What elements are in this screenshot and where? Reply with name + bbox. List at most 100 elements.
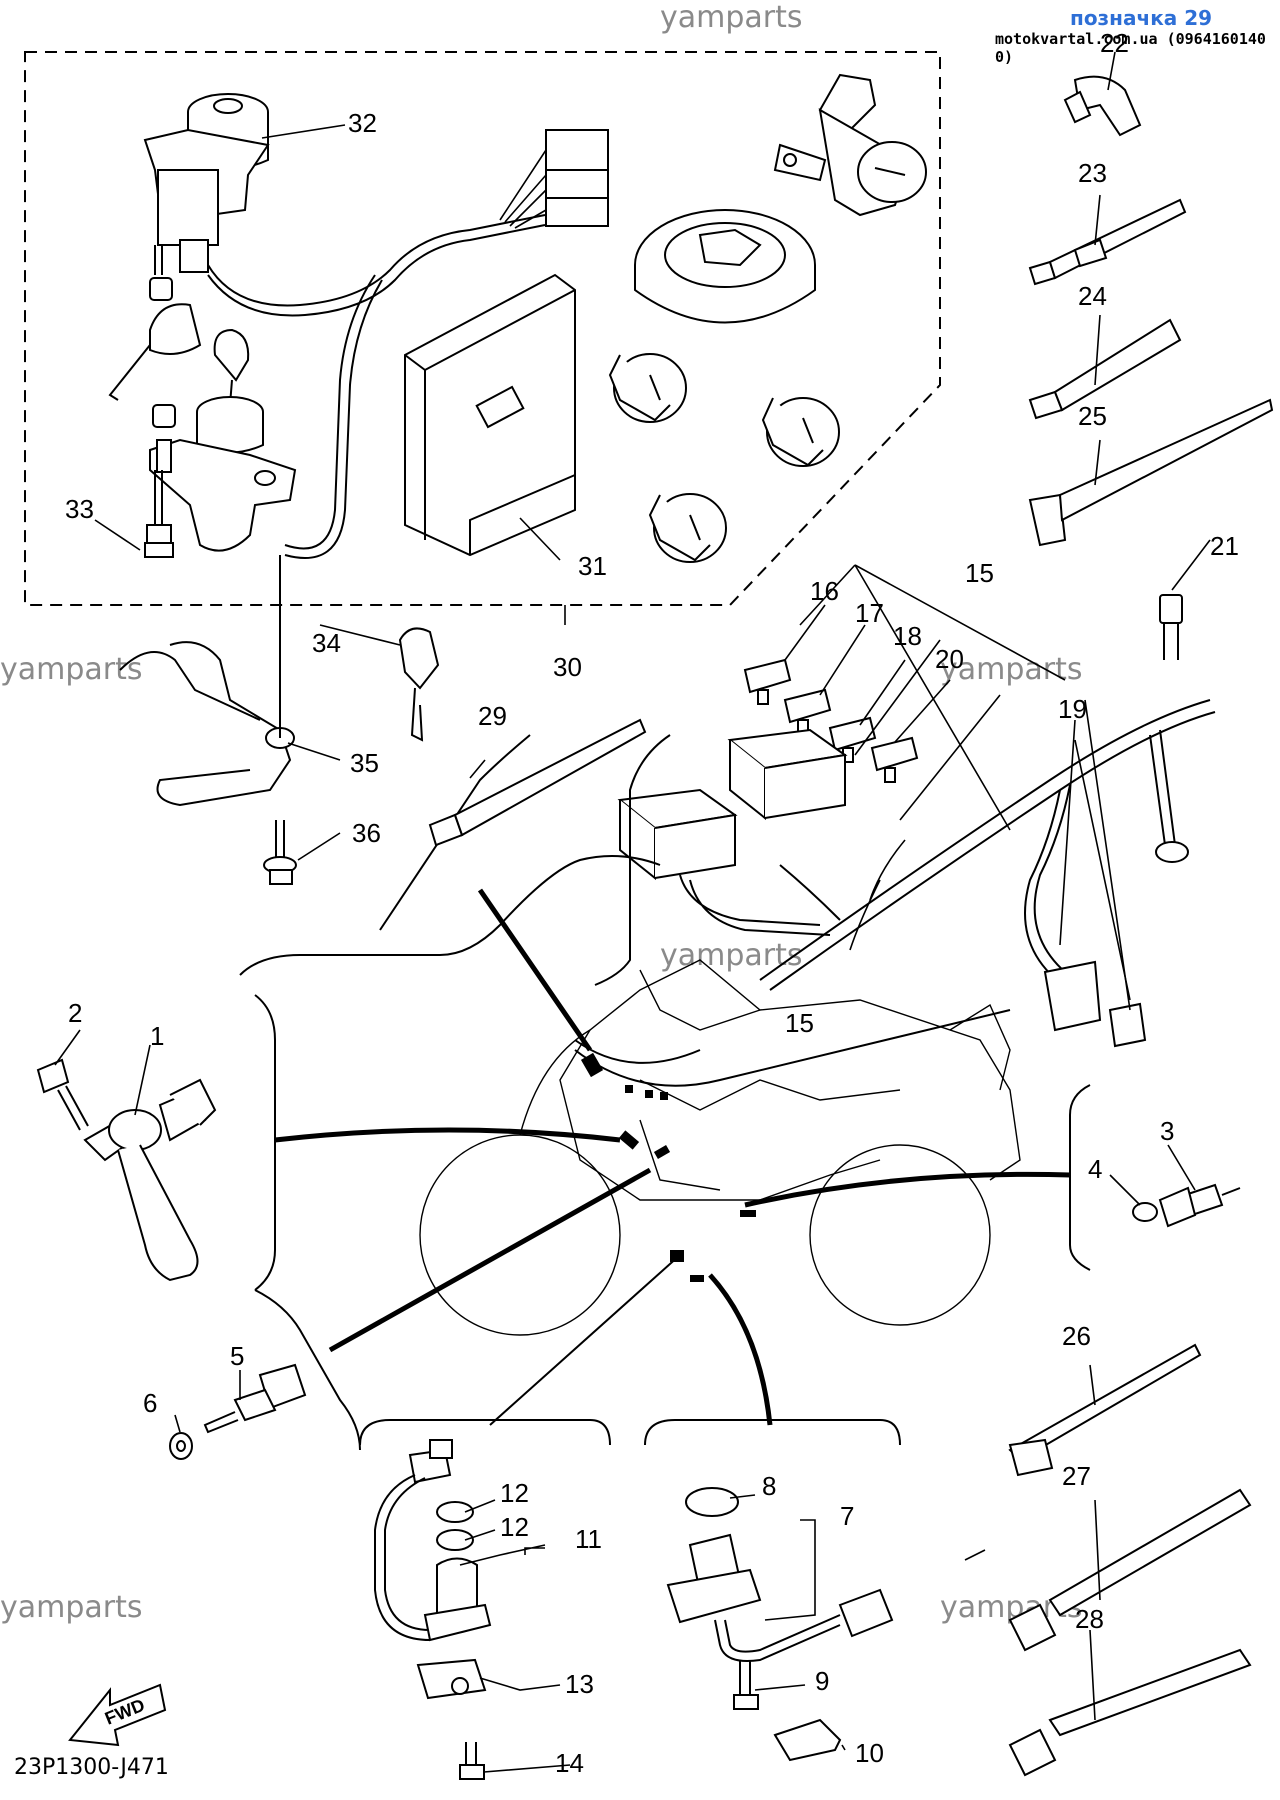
kit-outline [24, 51, 941, 606]
callout-13: 13 [565, 1669, 594, 1699]
ground-terminal [1155, 841, 1189, 863]
motorcycle-outline [419, 959, 1021, 1336]
clip-22 [1063, 75, 1142, 137]
panel-bracket [644, 1419, 901, 1446]
callout-30: 30 [553, 652, 582, 682]
fwd-arrow-icon: FWD [68, 1683, 167, 1747]
bolt-14 [459, 1742, 485, 1780]
callout-25: 25 [1078, 401, 1107, 431]
callout-3: 3 [1160, 1116, 1174, 1146]
panel-bracket [254, 1289, 361, 1451]
callout-1: 1 [150, 1021, 164, 1051]
callout-29: 29 [478, 701, 507, 731]
callout-9: 9 [815, 1666, 829, 1696]
panel-bracket [239, 855, 661, 976]
callout-31: 31 [578, 551, 607, 581]
connector-marker [625, 1085, 633, 1093]
callout-6: 6 [143, 1388, 157, 1418]
callout-36: 36 [352, 818, 381, 848]
lead-wire [744, 1171, 1071, 1208]
callout-23: 23 [1078, 158, 1107, 188]
cable-tie-28 [1008, 1648, 1252, 1777]
callout-27: 27 [1062, 1461, 1091, 1491]
callout-15-top: 15 [965, 558, 994, 588]
callout-21: 21 [1210, 531, 1239, 561]
callout-20: 20 [935, 644, 964, 674]
callout-5: 5 [230, 1341, 244, 1371]
sensor-5 [203, 1363, 307, 1434]
connector-marker [580, 1052, 604, 1078]
callout-7: 7 [840, 1501, 854, 1531]
bolt-2 [36, 1058, 89, 1131]
callout-17: 17 [855, 598, 884, 628]
cable-tie-27 [1008, 1488, 1252, 1652]
fuse-boxes [617, 728, 848, 881]
seat-lock [773, 73, 927, 217]
panel-bracket [359, 1419, 611, 1446]
bracket-10 [773, 1718, 842, 1762]
watermark: yamparts [0, 1590, 143, 1625]
watermark: yamparts [0, 652, 143, 687]
watermark: yamparts [940, 652, 1083, 687]
callout-16: 16 [810, 576, 839, 606]
plug-3 [1158, 1183, 1241, 1228]
bolt-21 [1159, 594, 1183, 660]
connector-marker [660, 1092, 668, 1100]
lead-wire [274, 1127, 621, 1143]
cable-tie-29 [428, 718, 647, 847]
washer-6 [169, 1432, 193, 1460]
washer-4 [1132, 1202, 1158, 1222]
collar [152, 404, 176, 428]
callout-10: 10 [855, 1738, 884, 1768]
header-site: motokvartal.com.ua (0964160140 0) [995, 30, 1266, 66]
callout-33: 33 [65, 494, 94, 524]
cable-tie-25 [1028, 398, 1274, 547]
diagram-code: 23P1300-J471 [14, 1755, 169, 1780]
key-set [108, 303, 250, 406]
callout-24: 24 [1078, 281, 1107, 311]
lock-cylinders [608, 353, 840, 563]
ignition-switch [143, 93, 546, 559]
fuse-set [743, 658, 919, 783]
watermark: yamparts [660, 0, 803, 35]
fuel-cap [634, 209, 816, 324]
callout-2: 2 [68, 998, 82, 1028]
callout-15-bike: 15 [785, 1008, 814, 1038]
main-harness [679, 699, 1216, 991]
collar [149, 277, 173, 301]
callout-14: 14 [555, 1748, 584, 1778]
callout-leaders [54, 51, 1211, 1773]
harness-connector [1043, 960, 1147, 1048]
sensor-11 [374, 1439, 492, 1700]
bolt-36 [263, 820, 297, 885]
bolt-9 [733, 1660, 759, 1710]
panel-bracket [1069, 1084, 1091, 1271]
connector-marker [690, 1275, 704, 1282]
callout-28: 28 [1075, 1604, 1104, 1634]
callout-18: 18 [893, 621, 922, 651]
connector-marker [645, 1090, 653, 1098]
connector-marker [653, 1145, 671, 1159]
ecu-unit [404, 273, 576, 557]
callout-34: 34 [312, 628, 341, 658]
lead-wire [328, 1167, 652, 1353]
panel-bracket [379, 734, 671, 986]
lead-wire [477, 888, 593, 1052]
callout-26: 26 [1062, 1321, 1091, 1351]
sensor-7 [666, 1487, 894, 1662]
panel-bracket [254, 994, 276, 1291]
lead-wire [489, 1254, 681, 1426]
holder-35 [119, 641, 295, 807]
cable-tie-24 [1028, 318, 1182, 420]
cable-tie-26 [1008, 1343, 1202, 1477]
key-34 [398, 627, 440, 742]
header-title: позначка 29 [1070, 6, 1213, 30]
washer-6-hole [176, 1440, 186, 1452]
connector-block [499, 129, 609, 229]
leader-lines [799, 564, 1131, 1011]
callout-12-a: 12 [500, 1478, 529, 1508]
ignition-coil [83, 1078, 217, 1282]
callout-11: 11 [575, 1524, 602, 1554]
callout-19: 19 [1058, 694, 1087, 724]
